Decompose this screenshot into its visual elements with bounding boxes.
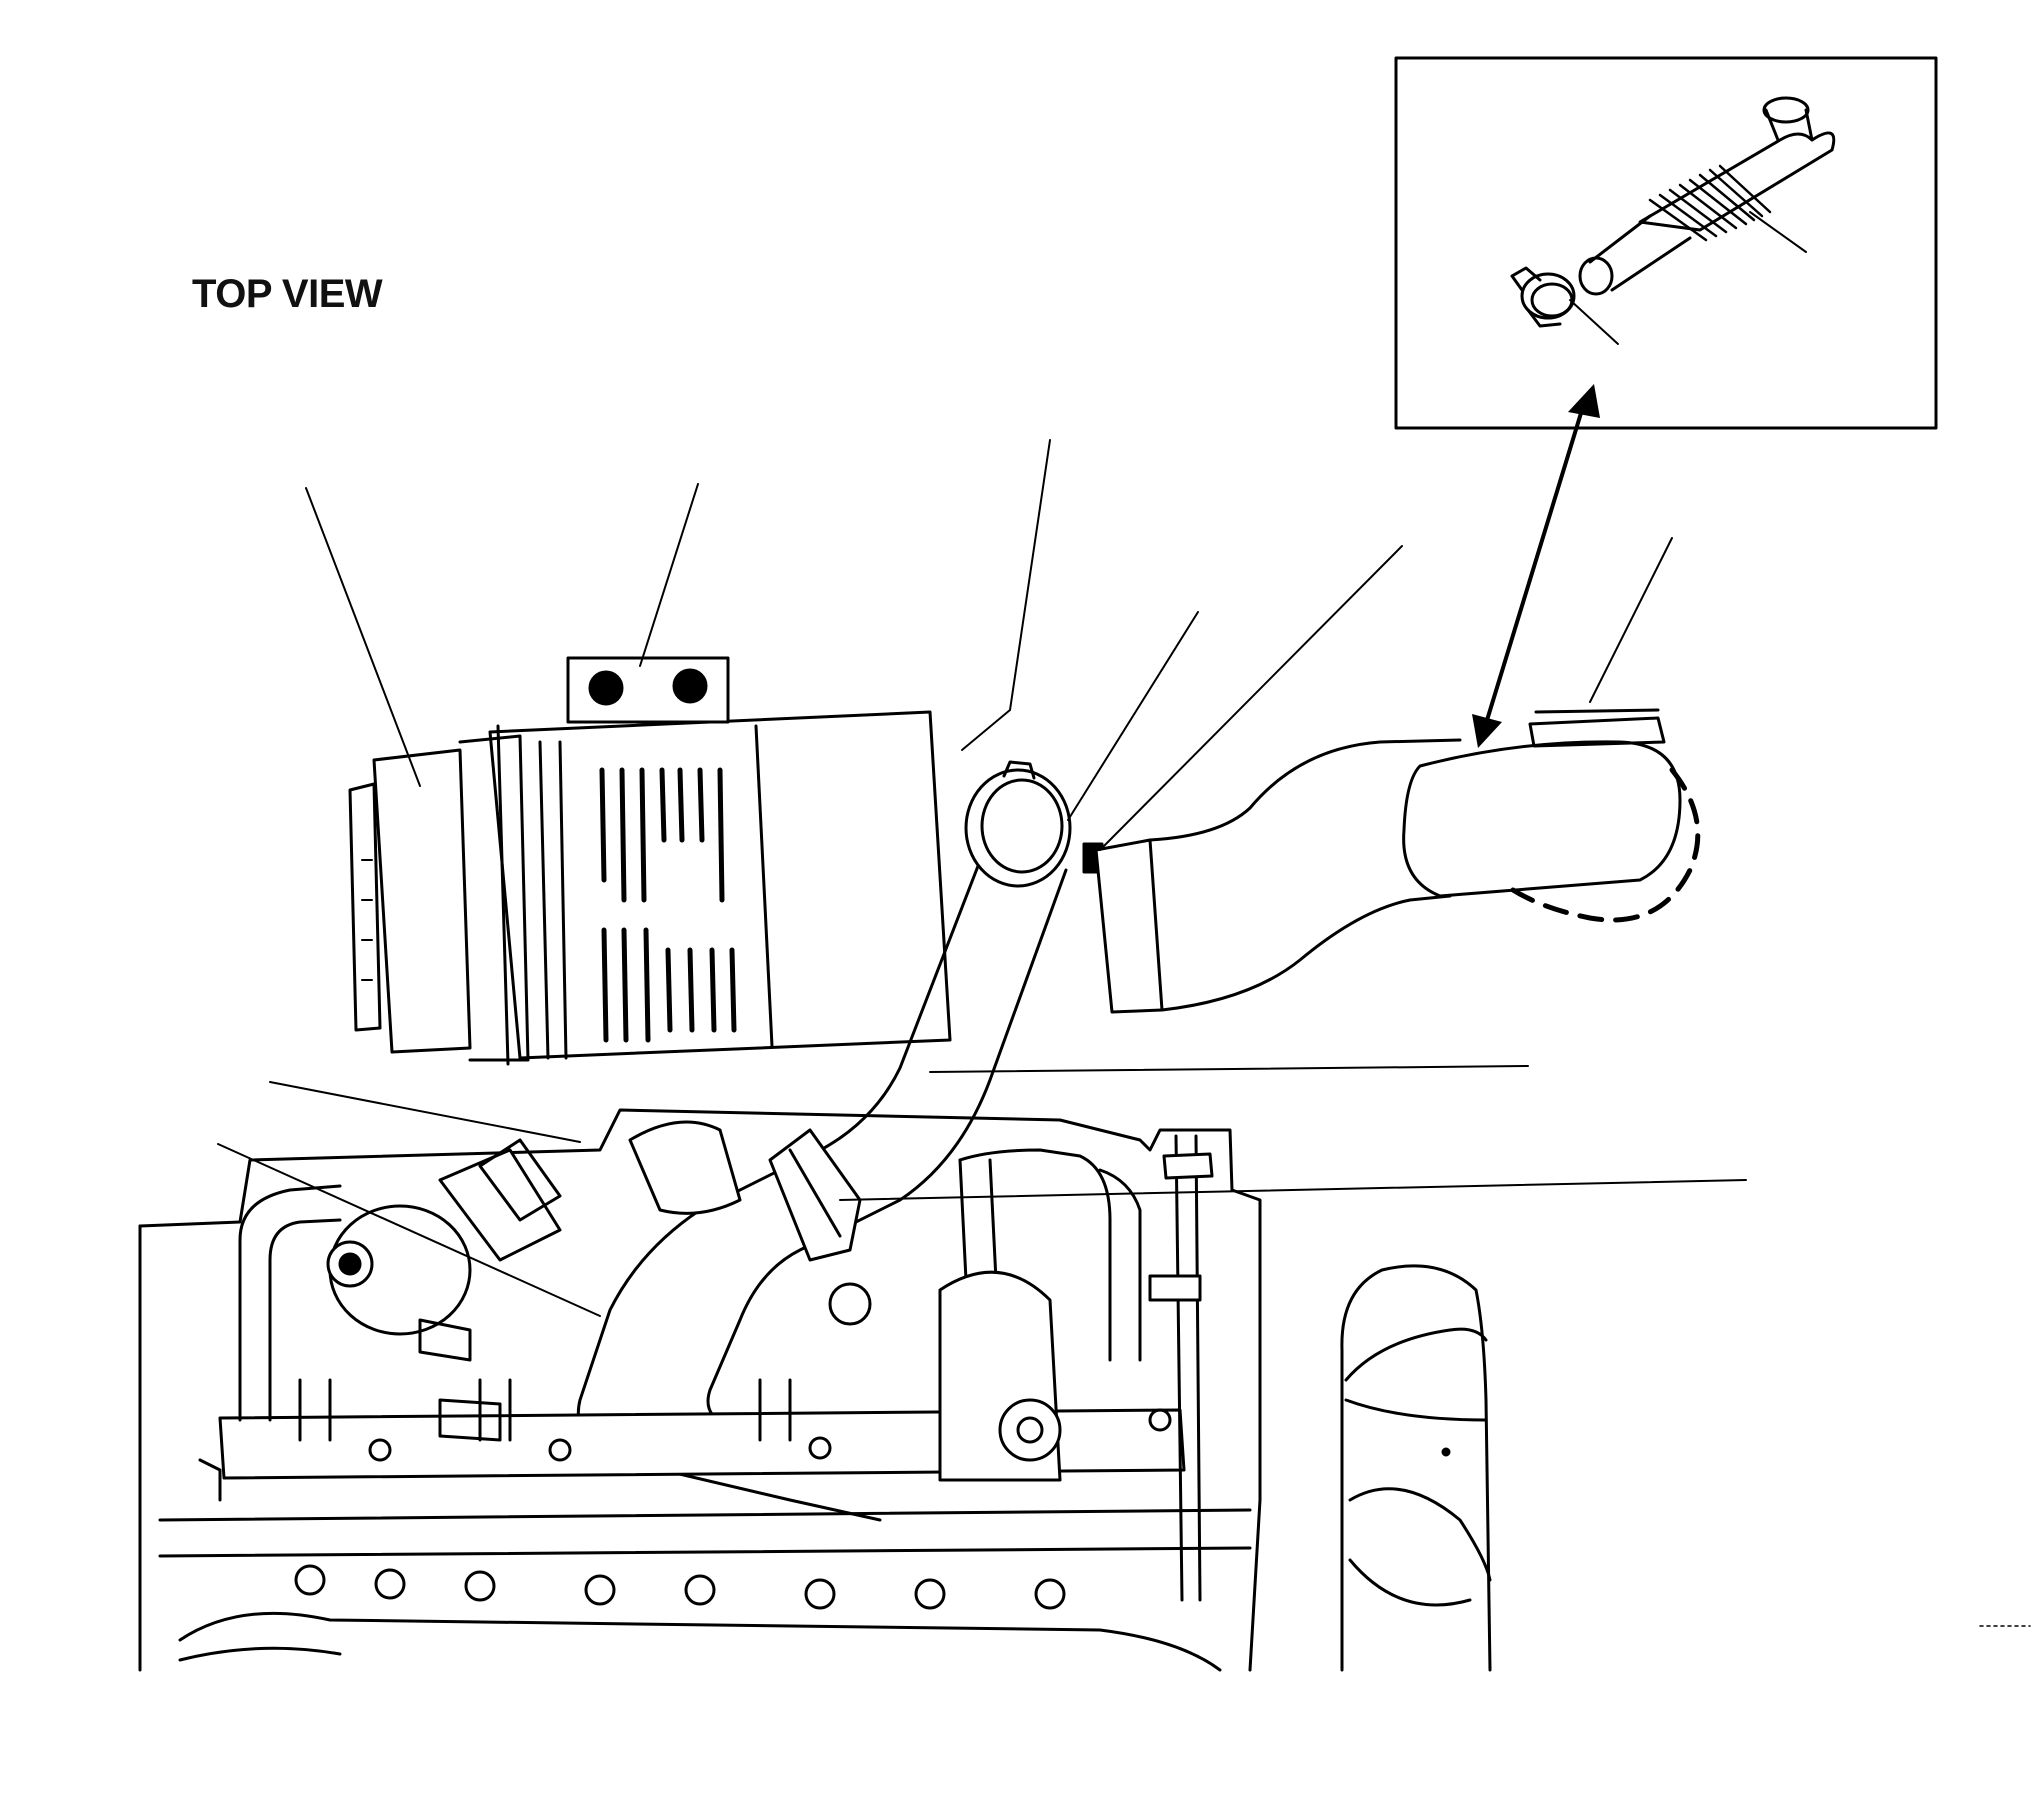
air-cleaner bbox=[348, 710, 952, 1066]
leader-elbow bbox=[1589, 537, 1673, 703]
leader-air-cleaner bbox=[305, 487, 421, 787]
leader-clamp bbox=[1067, 611, 1199, 821]
outlet-clamp bbox=[964, 760, 1104, 888]
inset-bellows bbox=[1638, 164, 1772, 242]
leader-turbo-inlet bbox=[839, 1179, 1747, 1201]
inset-frame bbox=[1394, 56, 1938, 430]
rotation-arc bbox=[1507, 767, 1701, 923]
inset-leader-clamp bbox=[1569, 299, 1619, 345]
leader-cleaner-outlet bbox=[1009, 439, 1051, 711]
inset-elbow-opening bbox=[1762, 96, 1810, 124]
inset-clamp bbox=[1510, 266, 1576, 328]
inset-leader-bellows bbox=[1749, 211, 1807, 253]
leader-inlet-tube bbox=[929, 1065, 1529, 1073]
inset-tube-end bbox=[1578, 256, 1614, 296]
detail-inset bbox=[1394, 56, 1938, 430]
bracket-bolt-right bbox=[672, 668, 708, 704]
inset-tube bbox=[1588, 214, 1692, 292]
exhaust-pipe bbox=[1340, 1264, 1492, 1672]
bracket-bolt-left bbox=[588, 670, 624, 706]
mounting-bracket bbox=[566, 656, 730, 724]
detail-arrow bbox=[1472, 384, 1600, 748]
air-cleaner-cap bbox=[372, 748, 472, 1054]
leader-lines bbox=[217, 439, 1747, 1317]
leader-bracket bbox=[639, 483, 699, 667]
elbow-tube bbox=[1402, 708, 1701, 923]
engine-block bbox=[138, 1108, 1262, 1672]
leader-sensor bbox=[269, 1081, 581, 1143]
leader-clamp-bolt bbox=[1099, 545, 1403, 851]
outlet-duct bbox=[1094, 738, 1462, 1014]
view-label: TOP VIEW bbox=[192, 272, 383, 316]
leader-turbo bbox=[217, 1143, 601, 1317]
